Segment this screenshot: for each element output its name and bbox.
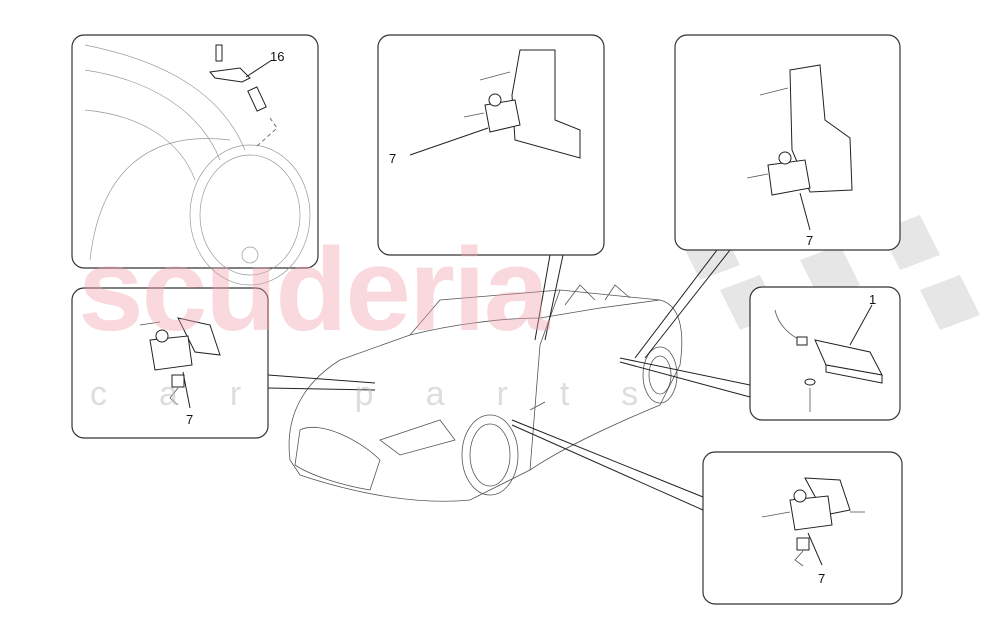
callout-sensor-bottom-right[interactable]: 7 — [702, 451, 903, 605]
callout-sensor-left[interactable]: 7 — [71, 287, 269, 439]
watermark-subtitle: car parts — [90, 375, 690, 413]
callout-sensor-top-right[interactable]: 7 — [674, 34, 901, 251]
car-illustration — [288, 284, 683, 502]
callout-sensor-top-center[interactable]: 7 — [377, 34, 605, 256]
callout-label: 16 — [270, 49, 284, 64]
leader-lines — [267, 249, 751, 511]
callout-label: 7 — [186, 412, 193, 427]
callout-receiver-right[interactable]: 1 — [749, 286, 901, 421]
watermark-brand: scuderia — [78, 224, 551, 356]
callout-wheel-valve[interactable]: 16 — [71, 34, 319, 286]
callout-label: 7 — [818, 571, 825, 586]
callout-label: 7 — [806, 233, 813, 248]
callout-label: 7 — [389, 151, 396, 166]
callout-label: 1 — [869, 292, 876, 307]
